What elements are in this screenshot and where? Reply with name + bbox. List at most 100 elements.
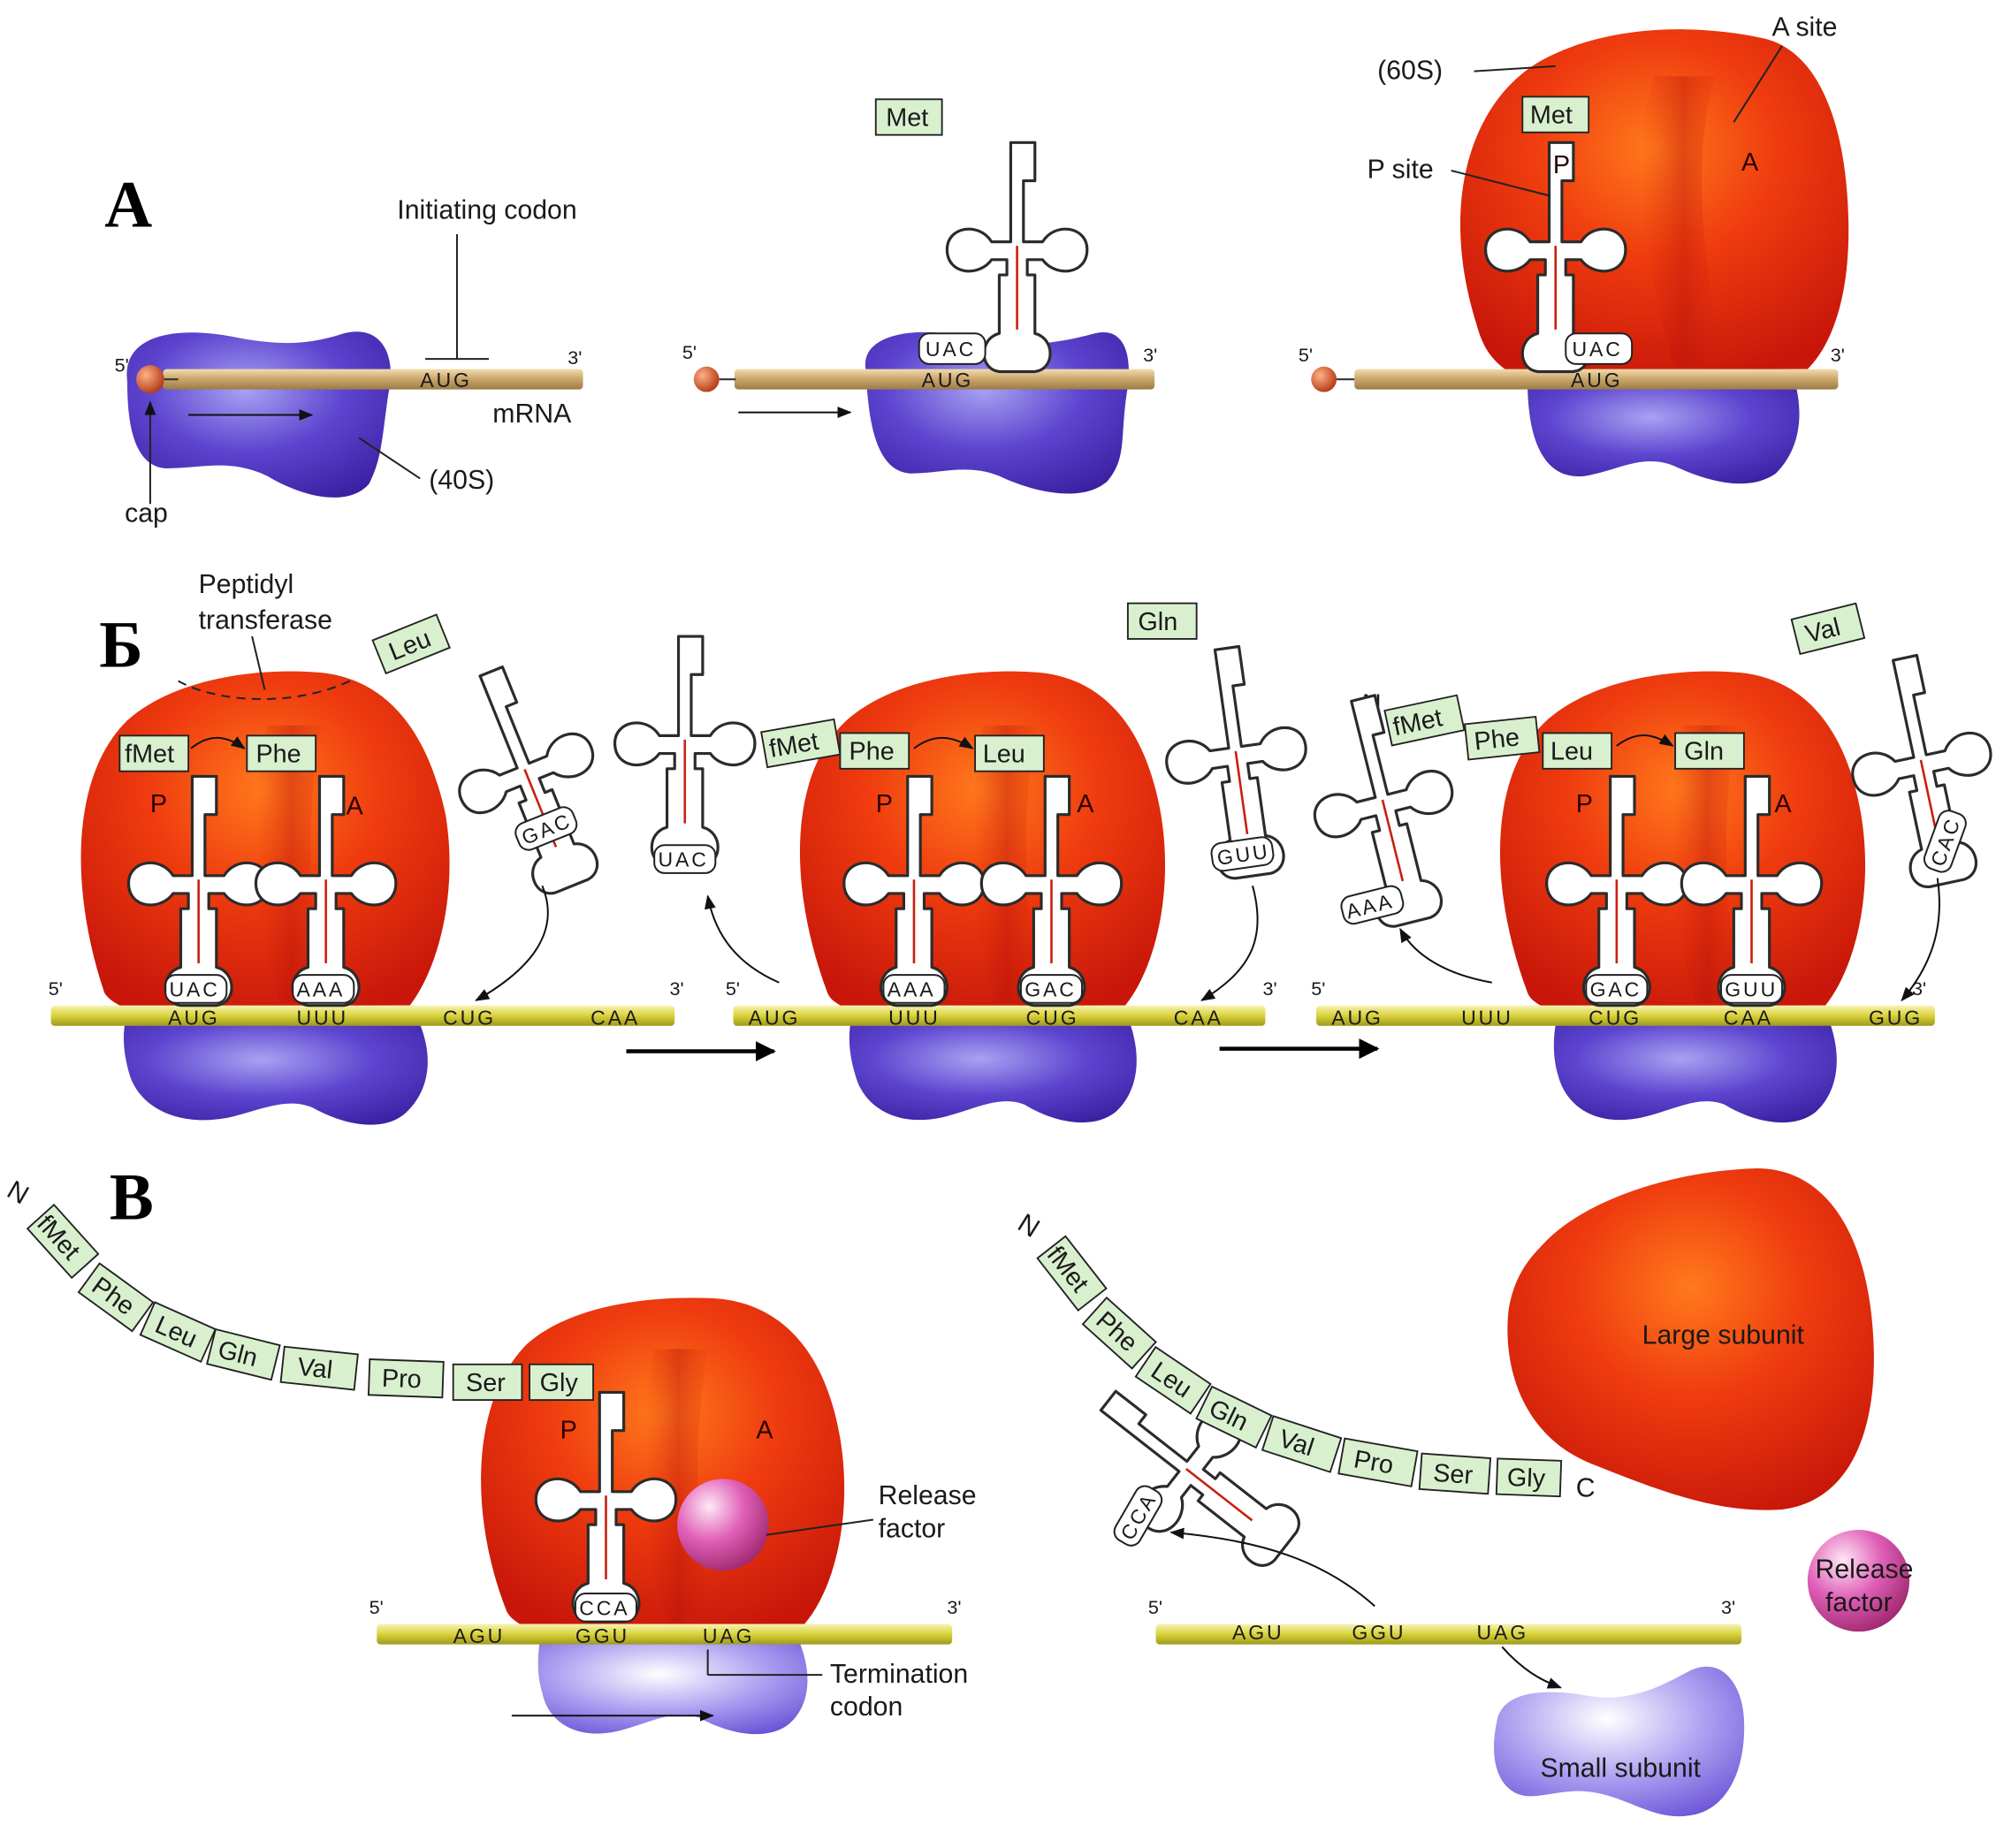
codon-aug: AUG [749, 1006, 801, 1029]
panel-c-letter: В [110, 1161, 154, 1235]
c-terminus-label: C [1576, 1474, 1596, 1503]
five-prime-label: 5' [49, 977, 63, 1000]
small-subunit-40s [123, 1024, 428, 1125]
release-factor-free [1807, 1529, 1910, 1632]
amino-acid-leu: Leu [983, 741, 1025, 769]
amino-acid-phe: Phe [255, 741, 301, 769]
small-subunit-free [1494, 1666, 1745, 1817]
release-factor-label-line1: Release [1816, 1555, 1914, 1585]
a-site-letter: A [1774, 790, 1792, 818]
small-subunit-40s [849, 1024, 1137, 1123]
termination-codon-label-line2: codon [830, 1692, 903, 1722]
n-terminus-label: N [1013, 1208, 1045, 1243]
three-prime-label: 3' [669, 977, 683, 1000]
anticodon-gac: GAC [1590, 978, 1642, 1001]
panel-b-step2: 5' 3' AUG UUU CUG CAA AAA GAC fMet Phe L… [613, 602, 1324, 1123]
panel-a-step1: 5' 3' AUG Initiating codon mRNA cap (40S… [115, 196, 583, 528]
anticodon-aaa: AAA [888, 978, 936, 1001]
amino-acid-phe: Phe [1473, 723, 1520, 756]
five-prime-label: 5' [1311, 977, 1325, 1000]
codon-caa: CAA [1174, 1006, 1223, 1029]
small-subunit-40s [1553, 1024, 1837, 1123]
peptide-gly: Gly [540, 1369, 579, 1397]
cap-label: cap [125, 498, 168, 528]
codon-uag: UAG [1476, 1621, 1528, 1644]
peptide-ser: Ser [466, 1369, 506, 1397]
trna-exiting [613, 635, 757, 867]
peptide-pro: Pro [1352, 1445, 1396, 1479]
release-factor-label-line2: factor [879, 1515, 946, 1544]
three-prime-label: 3' [1263, 977, 1277, 1000]
amino-acid-met: Met [1530, 102, 1573, 130]
codon-caa: CAA [590, 1006, 640, 1029]
peptidyl-label-line1: Peptidyl [199, 570, 294, 599]
codon-aug: AUG [922, 369, 974, 392]
n-terminus-label: N [2, 1175, 33, 1211]
codon-uuu: UUU [888, 1006, 941, 1029]
mrna-label: mRNA [492, 399, 572, 429]
release-factor [677, 1479, 769, 1571]
a-site-letter: A [756, 1416, 773, 1444]
codon-agu: AGU [453, 1624, 506, 1647]
p-site-letter: P [1553, 151, 1570, 179]
amino-acid-leu: Leu [1550, 738, 1593, 766]
panel-b-letter: Б [99, 609, 143, 682]
a-site-label: A site [1772, 12, 1838, 42]
small-subunit-label: Small subunit [1540, 1753, 1701, 1783]
panel-b-step1: Peptidyl transferase 5' 3' AUG UUU CUG C… [49, 570, 684, 1125]
codon-uuu: UUU [1461, 1006, 1513, 1029]
mrna-strand [50, 1005, 675, 1026]
five-prime-label: 5' [1299, 344, 1313, 366]
codon-aug: AUG [1571, 369, 1623, 392]
small-subunit-40s [537, 1641, 808, 1735]
anticodon-guu: GUU [1725, 978, 1778, 1001]
amino-acid-phe: Phe [849, 738, 895, 766]
p-site-letter: P [560, 1416, 577, 1444]
three-prime-label: 3' [568, 346, 582, 369]
codon-cug: CUG [1026, 1006, 1079, 1029]
codon-gug: GUG [1869, 1006, 1923, 1029]
amino-acid-gln: Gln [1684, 738, 1724, 766]
p-site-letter: P [150, 790, 167, 818]
codon-ggu: GGU [1352, 1621, 1406, 1644]
three-prime-label: 3' [1143, 344, 1157, 366]
five-prime-label: 5' [115, 354, 129, 376]
cap-icon [136, 365, 164, 393]
cap-icon [1311, 366, 1337, 392]
large-subunit-free [1507, 1167, 1874, 1510]
release-factor-label-line1: Release [879, 1481, 977, 1510]
amino-acid-gln: Gln [1138, 608, 1177, 636]
codon-ggu: GGU [575, 1624, 629, 1647]
codon-aug: AUG [168, 1006, 220, 1029]
three-prime-label: 3' [1831, 344, 1845, 366]
mrna-strand [1354, 369, 1839, 390]
five-prime-label: 5' [726, 977, 740, 1000]
three-prime-label: 3' [1721, 1596, 1735, 1618]
release-factor-label-line2: factor [1825, 1588, 1893, 1617]
amino-acid-met: Met [886, 104, 928, 133]
three-prime-label: 3' [1912, 977, 1926, 1000]
anticodon-aaa: AAA [297, 978, 346, 1001]
codon-uuu: UUU [297, 1006, 349, 1029]
codon-uag: UAG [703, 1624, 755, 1647]
initiating-codon-label: Initiating codon [397, 196, 576, 225]
amino-acid-fmet: fMet [125, 741, 174, 769]
cap-icon [693, 366, 720, 392]
termination-codon-label-line1: Termination [830, 1660, 968, 1689]
anticodon-cca: CCA [579, 1596, 629, 1619]
peptide-pro: Pro [381, 1365, 422, 1395]
small-subunit-40s [1527, 382, 1800, 484]
p-site-letter: P [1576, 790, 1593, 818]
small-subunit-40s-label: (40S) [429, 466, 494, 495]
peptide-val: Val [296, 1353, 334, 1385]
panel-b-step3: 5' 3' AUG UUU CUG CAA GUG GAC GUU N fMet… [1288, 602, 1996, 1123]
anticodon-uac: UAC [1572, 338, 1622, 361]
trna-incoming-leu [419, 645, 638, 914]
codon-cug: CUG [1588, 1006, 1642, 1029]
mrna-strand [734, 369, 1155, 390]
large-subunit-60s-label: (60S) [1377, 56, 1443, 85]
mrna-strand [1316, 1005, 1935, 1026]
codon-caa: CAA [1724, 1006, 1773, 1029]
codon-aug: AUG [1331, 1006, 1383, 1029]
